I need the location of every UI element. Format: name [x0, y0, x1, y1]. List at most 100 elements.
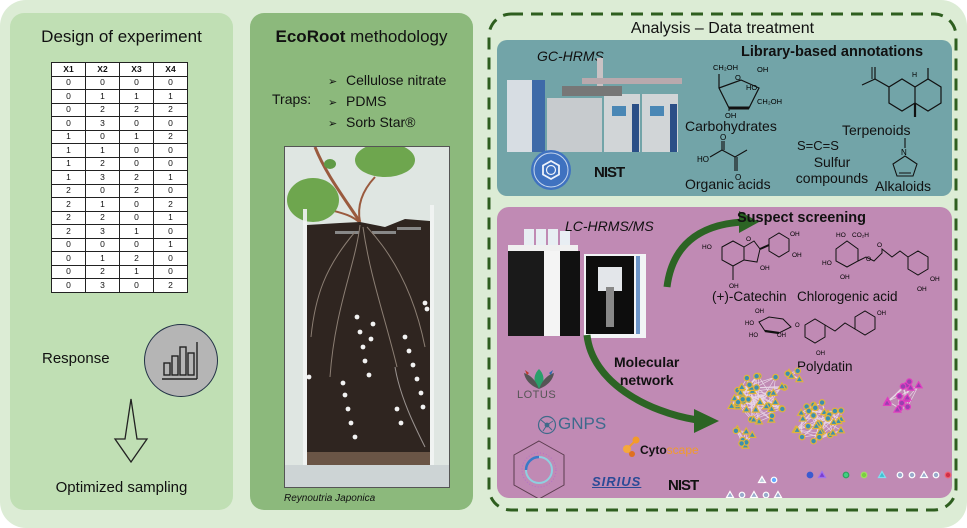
network-node	[944, 471, 952, 479]
trap-bead	[398, 420, 404, 426]
trap-bead	[410, 362, 416, 368]
doe-column-header: X2	[85, 62, 120, 77]
molecular-network-graph	[725, 367, 952, 498]
network-node	[932, 471, 940, 479]
svg-text:O: O	[720, 133, 726, 142]
doe-cell: 0	[119, 197, 154, 212]
network-node	[804, 422, 812, 430]
network-node	[747, 430, 757, 438]
sirius-logo: SIRIUS	[592, 474, 642, 489]
catechin-structure-icon: HO OH O OH OH OH	[702, 231, 802, 289]
svg-text:O: O	[795, 323, 800, 329]
tree-of-life-hexagon-icon	[513, 440, 565, 498]
svg-text:H: H	[912, 72, 917, 79]
network-node	[778, 405, 786, 413]
network-node	[914, 380, 924, 389]
rhizobox-photo	[284, 146, 450, 488]
network-edge	[737, 406, 783, 410]
network-node	[751, 404, 761, 413]
network-node	[738, 440, 746, 447]
doe-cell: 0	[119, 75, 154, 90]
gnps-logo: GNPS	[558, 414, 607, 433]
svg-text:OH: OH	[917, 286, 927, 293]
trap-bead	[352, 434, 358, 440]
network-node	[896, 392, 903, 400]
sulfur-formula: S=C=S	[797, 138, 839, 153]
trap-bead	[306, 374, 312, 380]
polydatin-label: Polydatin	[797, 359, 853, 374]
network-node	[836, 425, 846, 434]
bar-chart-icon	[144, 324, 218, 397]
doe-cell: 1	[85, 89, 120, 104]
trap-item: ➢PDMS	[328, 92, 446, 113]
network-node	[798, 413, 808, 422]
doe-cell: 0	[51, 89, 86, 104]
doe-cell: 0	[153, 75, 188, 90]
doe-cell: 0	[119, 116, 154, 131]
doe-cell: 0	[153, 116, 188, 131]
network-node	[762, 491, 770, 498]
catechin-label: (+)-Catechin	[712, 289, 787, 304]
doe-cell: 2	[153, 102, 188, 117]
cytoscape-logo: Cytoscape	[640, 443, 699, 457]
suspect-screening-title: Suspect screening	[737, 210, 866, 226]
network-node	[837, 407, 845, 415]
network-node	[792, 425, 802, 434]
svg-text:OH: OH	[877, 311, 886, 317]
doe-cell: 3	[85, 278, 120, 293]
alkaloids-label: Alkaloids	[875, 178, 932, 194]
arrow-to-suspect-screening	[663, 218, 743, 288]
doe-cell: 0	[153, 143, 188, 158]
svg-text:OH: OH	[760, 265, 770, 272]
network-node	[753, 384, 760, 391]
trap-bead	[414, 376, 420, 382]
arrow-bullet-icon: ➢	[328, 97, 338, 109]
network-node	[810, 437, 817, 445]
doe-cell: 0	[51, 278, 86, 293]
network-edge	[756, 385, 782, 388]
network-node	[815, 433, 823, 441]
trap-bead	[368, 336, 374, 342]
trap-bead	[402, 334, 408, 340]
svg-text:OH: OH	[755, 309, 764, 315]
network-node	[902, 392, 912, 401]
doe-cell: 2	[51, 210, 86, 225]
cytoscape-icon	[623, 436, 640, 457]
trap-bead	[342, 392, 348, 398]
svg-text:CH₂OH: CH₂OH	[713, 63, 738, 72]
svg-text:HO: HO	[697, 155, 709, 164]
network-node	[770, 476, 778, 484]
network-node	[828, 428, 838, 436]
svg-text:OH: OH	[725, 111, 736, 120]
network-node	[753, 372, 761, 380]
network-node	[772, 373, 779, 381]
lotus-flower-icon	[524, 369, 554, 389]
chlorogenic-acid-label: Chlorogenic acid	[797, 289, 898, 304]
ecoroot-title: EcoRoot methodology	[250, 27, 473, 47]
network-node	[737, 382, 747, 391]
trap-list: ➢Cellulose nitrate ➢PDMS ➢Sorb Star®	[328, 71, 446, 134]
network-node	[738, 491, 746, 498]
doe-cell: 0	[51, 102, 86, 117]
svg-text:O: O	[866, 256, 871, 263]
doe-cell: 0	[119, 237, 154, 252]
network-node	[817, 470, 827, 479]
doe-cell: 0	[51, 251, 86, 266]
library-annotations-title: Library-based annotations	[741, 44, 924, 60]
svg-text:N: N	[901, 148, 907, 157]
down-arrow-icon	[113, 398, 153, 469]
doe-cell: 0	[119, 143, 154, 158]
doe-cell: 2	[119, 170, 154, 185]
network-node	[735, 387, 746, 396]
doe-cell: 0	[119, 210, 154, 225]
polydatin-structure-icon: OH HO HO OH O OH OH	[745, 309, 886, 357]
trap-bead	[370, 321, 376, 327]
trap-bead	[345, 406, 351, 412]
svg-text:HO: HO	[702, 244, 712, 251]
doe-cell: 3	[85, 116, 120, 131]
